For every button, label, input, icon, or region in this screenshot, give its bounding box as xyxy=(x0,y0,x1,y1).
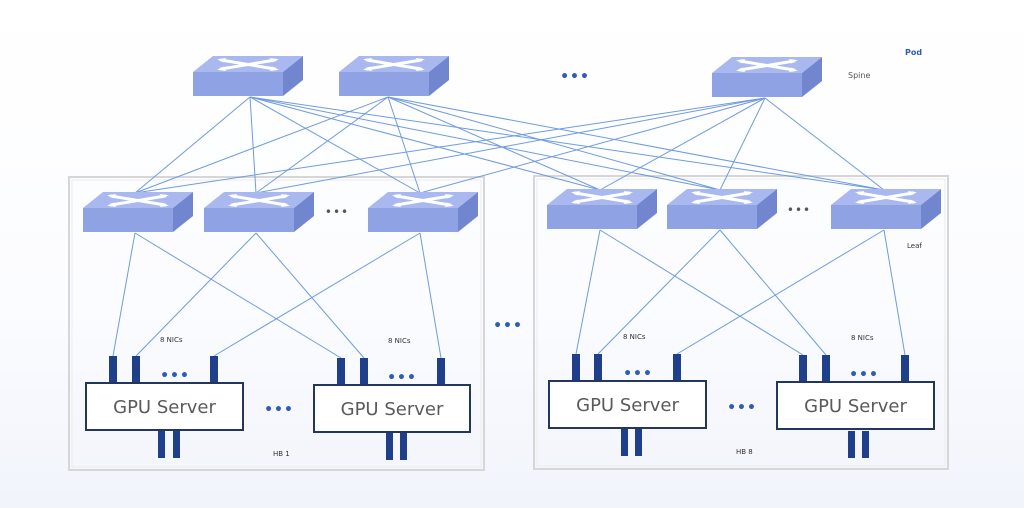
network-switch-icon xyxy=(191,54,305,98)
ellipsis: ••• xyxy=(325,205,349,219)
ellipsis: ••• xyxy=(387,370,417,386)
nic-port-icon xyxy=(901,355,909,382)
nic-port-icon xyxy=(621,429,628,456)
nics-label: 8 NICs xyxy=(851,334,874,342)
network-switch-icon xyxy=(366,190,480,234)
hb-group-8 xyxy=(533,175,949,470)
nic-port-icon xyxy=(437,358,445,385)
leaf-label: Leaf xyxy=(907,242,922,250)
nic-port-icon xyxy=(210,356,218,383)
spine-label: Spine xyxy=(848,71,870,80)
network-switch-icon xyxy=(710,55,824,99)
nic-port-icon xyxy=(799,355,807,382)
nic-port-icon xyxy=(635,429,642,456)
nic-port-icon xyxy=(673,354,681,381)
network-switch-icon xyxy=(337,54,451,98)
nic-port-icon xyxy=(594,354,602,381)
nic-port-icon xyxy=(862,431,869,458)
ellipsis: ••• xyxy=(849,367,879,383)
gpu-server: GPU Server xyxy=(313,384,471,433)
nic-port-icon xyxy=(158,431,165,458)
hb-label: HB 1 xyxy=(273,450,290,458)
nic-port-icon xyxy=(109,356,117,383)
gpu-server-label: GPU Server xyxy=(113,397,216,418)
nics-label: 8 NICs xyxy=(388,337,411,345)
ellipsis: ••• xyxy=(160,368,190,384)
gpu-server-label: GPU Server xyxy=(576,395,679,416)
diagram-labels: Pod Spine Leaf 8 NICs 8 NICs 8 NICs 8 NI… xyxy=(160,48,922,458)
hb-label: HB 8 xyxy=(736,448,753,456)
leaf-switches xyxy=(81,187,943,234)
nic-ports-top xyxy=(109,354,909,385)
nic-port-icon xyxy=(173,431,180,458)
nic-port-icon xyxy=(822,355,830,382)
nic-port-icon xyxy=(386,433,393,460)
pod-label: Pod xyxy=(905,48,922,57)
network-switch-icon xyxy=(202,190,316,234)
leaf-nic-links xyxy=(112,229,906,359)
ellipsis: ••• xyxy=(264,402,294,418)
spine-switches xyxy=(191,54,824,99)
gpu-server: GPU Server xyxy=(85,382,244,431)
nic-ports-bottom xyxy=(158,429,869,460)
gpu-server-label: GPU Server xyxy=(804,396,907,417)
nic-port-icon xyxy=(572,354,580,381)
nic-port-icon xyxy=(360,358,368,385)
ellipsis: ••• xyxy=(727,400,757,416)
network-switch-icon xyxy=(665,187,779,231)
network-switch-icon xyxy=(829,187,943,231)
gpu-server: GPU Server xyxy=(776,381,935,430)
nics-label: 8 NICs xyxy=(623,333,646,341)
ellipsis: ••• xyxy=(787,203,811,217)
gpu-server: GPU Server xyxy=(548,380,707,429)
spine-leaf-links xyxy=(134,96,885,194)
nics-label: 8 NICs xyxy=(160,336,183,344)
ellipsis: ••• xyxy=(560,69,590,85)
ellipsis: ••• xyxy=(623,366,653,382)
nic-port-icon xyxy=(400,433,407,460)
gpu-server-label: GPU Server xyxy=(341,399,444,420)
ellipsis: ••• xyxy=(493,318,523,334)
nic-port-icon xyxy=(132,356,140,383)
network-switch-icon xyxy=(545,187,659,231)
network-switch-icon xyxy=(81,190,195,234)
nic-port-icon xyxy=(848,431,855,458)
nic-port-icon xyxy=(337,358,345,385)
ellipses: ••• ••• ••• ••• ••• ••• ••• ••• ••• ••• xyxy=(160,69,879,418)
hb-group-1 xyxy=(68,176,485,471)
